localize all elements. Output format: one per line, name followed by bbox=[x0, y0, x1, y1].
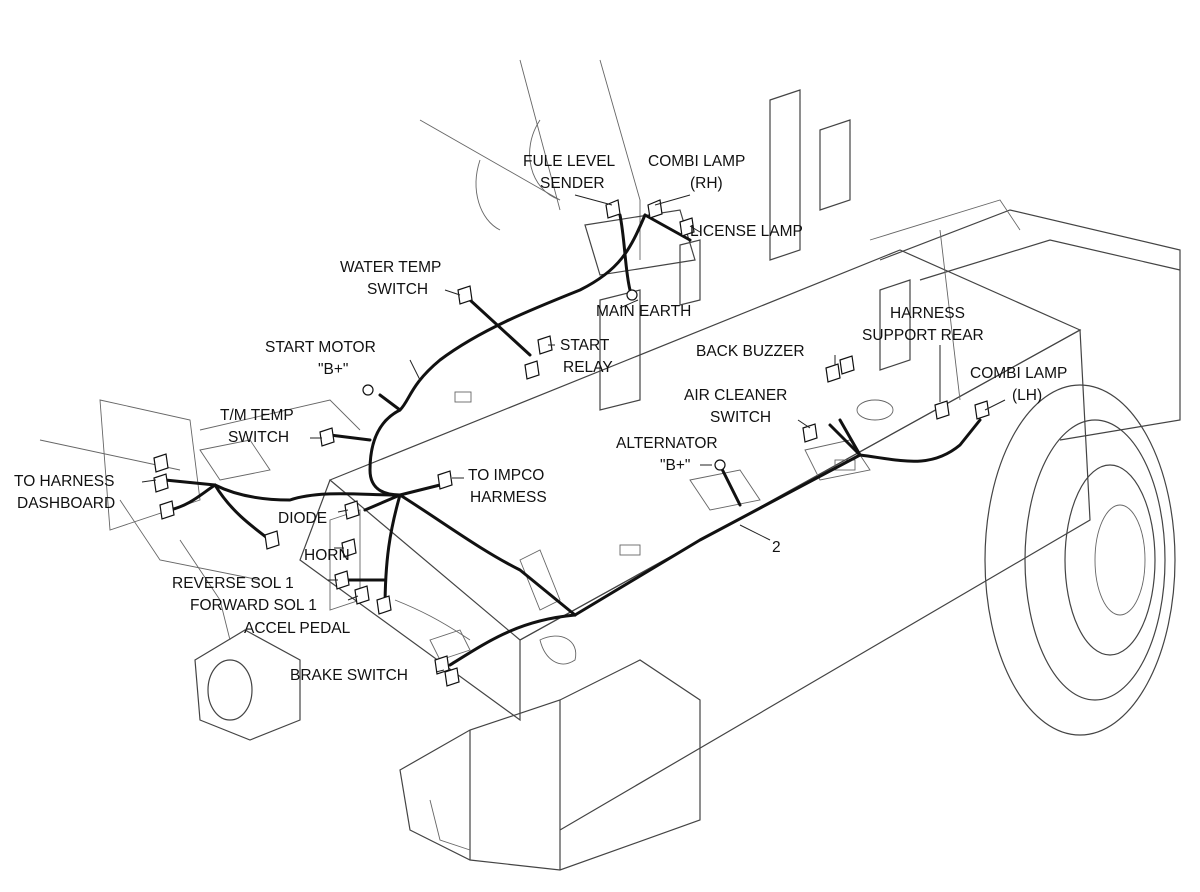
label-start-relay-l1: START bbox=[560, 337, 610, 354]
label-accel-pedal: ACCEL PEDAL bbox=[244, 620, 351, 637]
label-start-relay-l2: RELAY bbox=[563, 359, 613, 376]
label-to-impco-l2: HARMESS bbox=[470, 489, 547, 506]
alternator-terminal bbox=[714, 459, 726, 471]
connector-start-relay-1 bbox=[537, 335, 553, 355]
label-harness-support-l2: SUPPORT REAR bbox=[862, 327, 984, 344]
label-start-motor-l2: "B+" bbox=[318, 361, 348, 378]
connector-accel-pedal bbox=[376, 595, 392, 615]
connector-dash-2 bbox=[153, 473, 169, 493]
connector-back-buzzer-1 bbox=[825, 363, 841, 383]
label-combi-lamp-rh-l1: COMBI LAMP bbox=[648, 153, 745, 170]
connector-start-relay-2 bbox=[524, 360, 540, 380]
connector-reverse-sol bbox=[334, 570, 350, 590]
connector-dash-3 bbox=[159, 500, 175, 520]
connector-fuel-sender bbox=[605, 199, 621, 219]
label-brake-switch: BRAKE SWITCH bbox=[290, 667, 408, 684]
label-back-buzzer: BACK BUZZER bbox=[696, 343, 805, 360]
label-forward-sol: FORWARD SOL 1 bbox=[190, 597, 317, 614]
connector-combi-rh bbox=[647, 199, 663, 219]
label-horn: HORN bbox=[304, 547, 350, 564]
connector-diode bbox=[344, 500, 360, 520]
connector-dash-1 bbox=[153, 453, 169, 473]
connector-water-temp bbox=[457, 285, 473, 305]
label-main-earth: MAIN EARTH bbox=[596, 303, 691, 320]
label-to-impco-l1: TO IMPCO bbox=[468, 467, 544, 484]
label-alternator-l2: "B+" bbox=[660, 457, 690, 474]
label-air-cleaner-l2: SWITCH bbox=[710, 409, 771, 426]
label-tm-temp-l1: T/M TEMP bbox=[220, 407, 294, 424]
connector-license bbox=[679, 217, 695, 237]
connector-tm-temp bbox=[319, 427, 335, 447]
connector-dash-4 bbox=[264, 530, 280, 550]
chassis-outline bbox=[39, 59, 1181, 871]
main-earth-terminal bbox=[626, 289, 638, 301]
label-fuel-level-sender-l1: FULE LEVEL bbox=[523, 153, 616, 170]
label-harness-support-l1: HARNESS bbox=[890, 305, 965, 322]
label-diode: DIODE bbox=[278, 510, 327, 527]
label-callout-2: 2 bbox=[772, 539, 781, 556]
label-tm-temp-l2: SWITCH bbox=[228, 429, 289, 446]
label-air-cleaner-l1: AIR CLEANER bbox=[684, 387, 787, 404]
connector-horn bbox=[341, 538, 357, 558]
connectors bbox=[153, 199, 990, 687]
label-fuel-level-sender-l2: SENDER bbox=[540, 175, 605, 192]
label-water-temp-l1: WATER TEMP bbox=[340, 259, 441, 276]
label-water-temp-l2: SWITCH bbox=[367, 281, 428, 298]
connector-back-buzzer-2 bbox=[839, 355, 855, 375]
label-license-lamp: LICENSE LAMP bbox=[690, 223, 803, 240]
connector-combi-lh bbox=[974, 400, 990, 420]
leader-lines bbox=[141, 194, 1006, 673]
label-combi-lamp-lh-l2: (LH) bbox=[1012, 387, 1042, 404]
label-combi-lamp-rh-l2: (RH) bbox=[690, 175, 723, 192]
labels: FULE LEVEL SENDER COMBI LAMP (RH) LICENS… bbox=[14, 153, 1067, 684]
label-start-motor-l1: START MOTOR bbox=[265, 339, 376, 356]
connector-forward-sol bbox=[354, 585, 370, 605]
start-motor-terminal bbox=[362, 384, 374, 396]
label-combi-lamp-lh-l1: COMBI LAMP bbox=[970, 365, 1067, 382]
label-alternator-l1: ALTERNATOR bbox=[616, 435, 718, 452]
connector-impco bbox=[437, 470, 453, 490]
label-to-harness-l1: TO HARNESS bbox=[14, 473, 115, 490]
label-to-harness-l2: DASHBOARD bbox=[17, 495, 115, 512]
connector-brake-2 bbox=[444, 667, 460, 687]
label-reverse-sol: REVERSE SOL 1 bbox=[172, 575, 294, 592]
connector-air-cleaner bbox=[802, 423, 818, 443]
connector-brake-1 bbox=[434, 655, 450, 675]
connector-harness-support bbox=[934, 400, 950, 420]
